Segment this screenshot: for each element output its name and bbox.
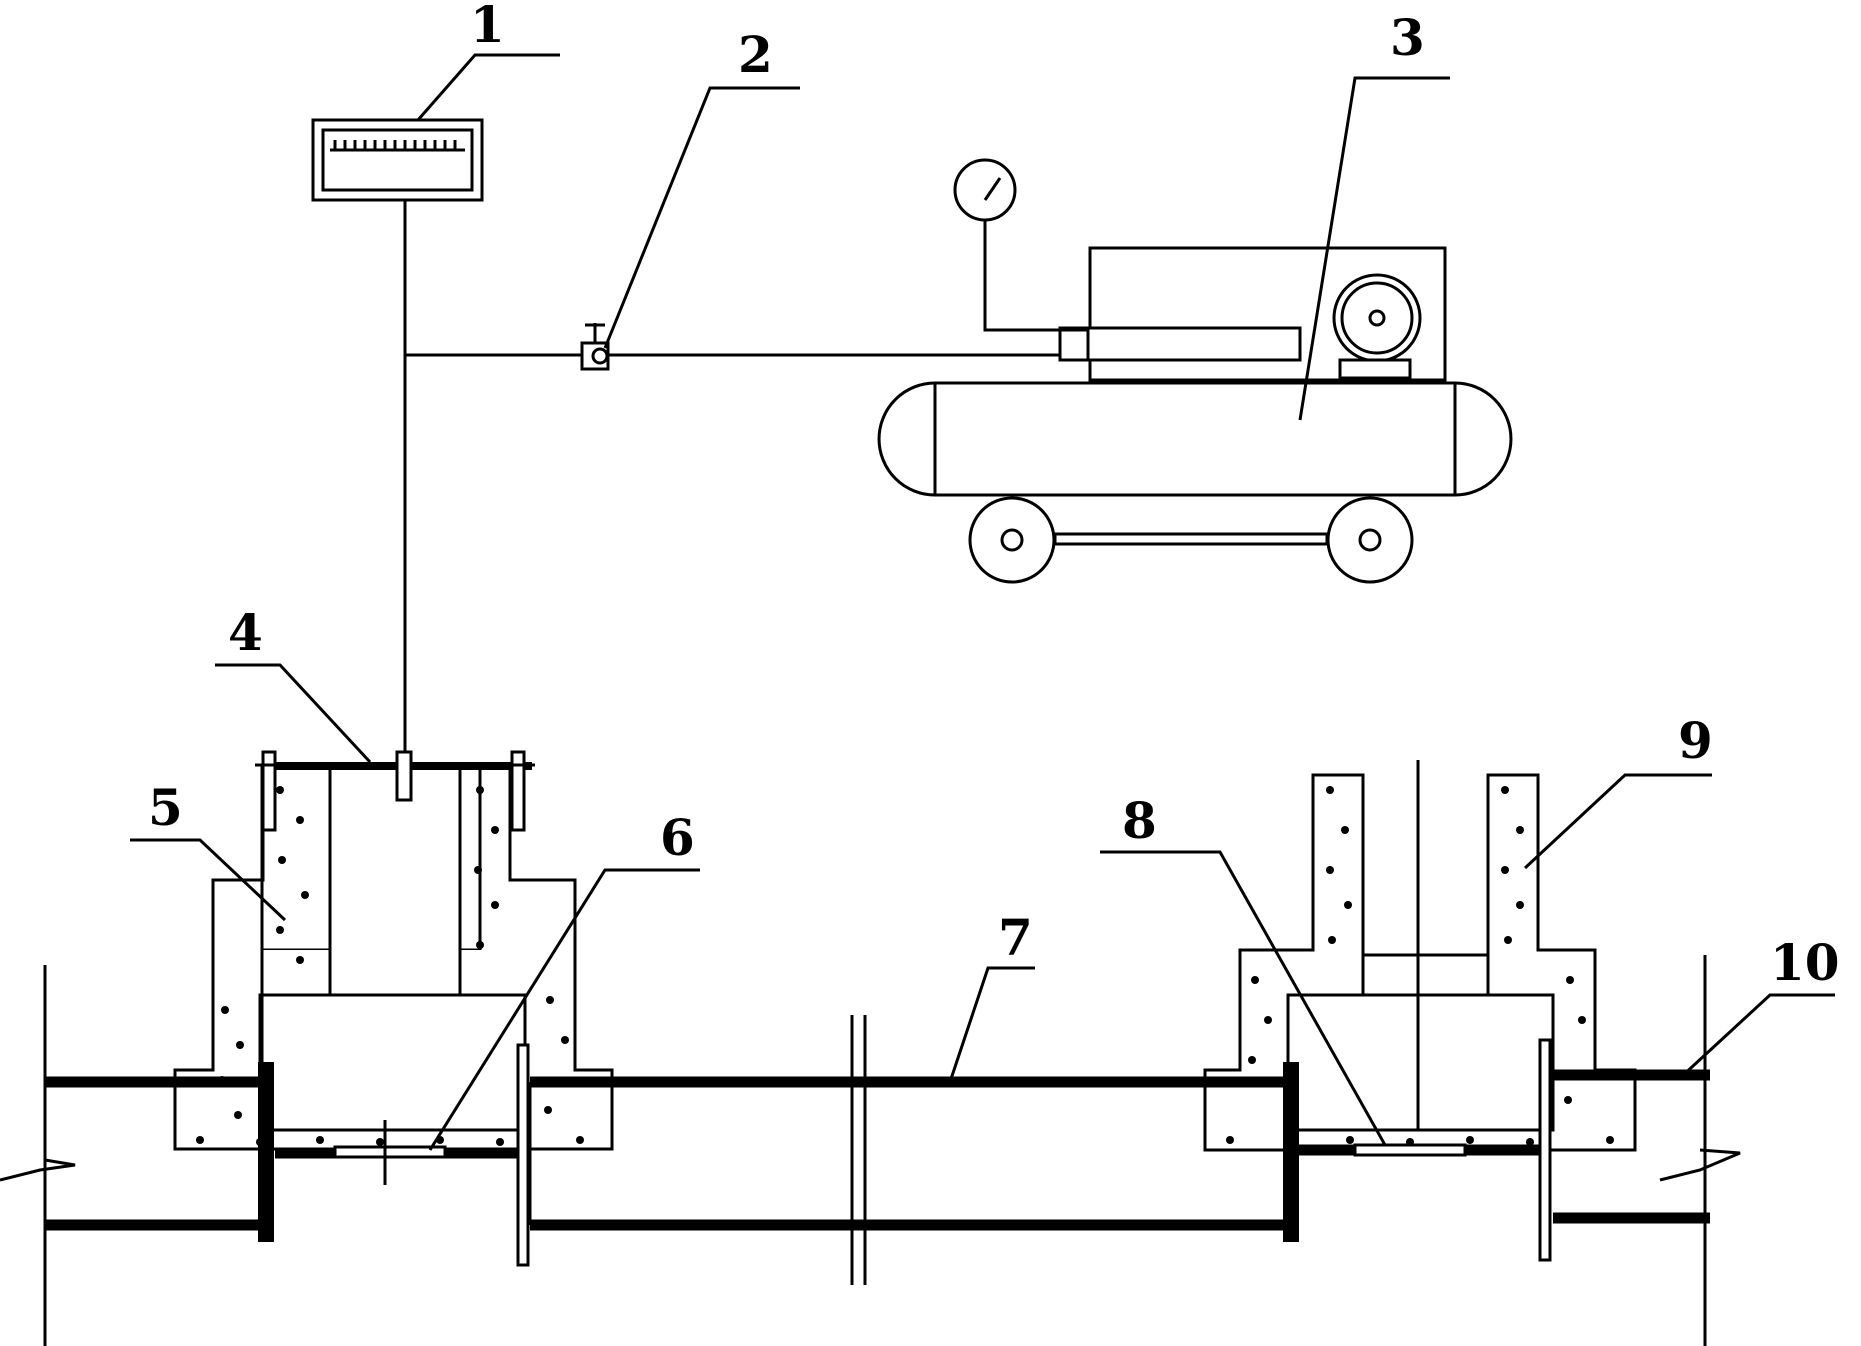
label-9: 9 [1678,711,1713,770]
label-8: 8 [1122,791,1157,850]
label-4: 4 [228,603,263,662]
label-1: 1 [470,0,505,54]
label-5: 5 [148,778,183,837]
part-labels: 1 2 3 4 5 6 7 8 9 10 [148,0,1840,992]
label-7: 7 [998,908,1033,967]
right-manhole [1203,760,1637,1152]
gauge-icon [953,158,1017,222]
air-line [403,200,1065,760]
pipe-plug-cover [255,750,535,832]
air-compressor [877,158,1513,584]
leader-lines [130,53,1835,1151]
test-pipeline [0,955,1741,1346]
label-3: 3 [1390,8,1425,67]
left-manhole [173,763,614,1151]
label-6: 6 [660,808,695,867]
valve-icon [580,323,610,371]
pressure-recorder [311,118,484,202]
label-10: 10 [1770,933,1840,992]
label-2: 2 [738,25,773,84]
